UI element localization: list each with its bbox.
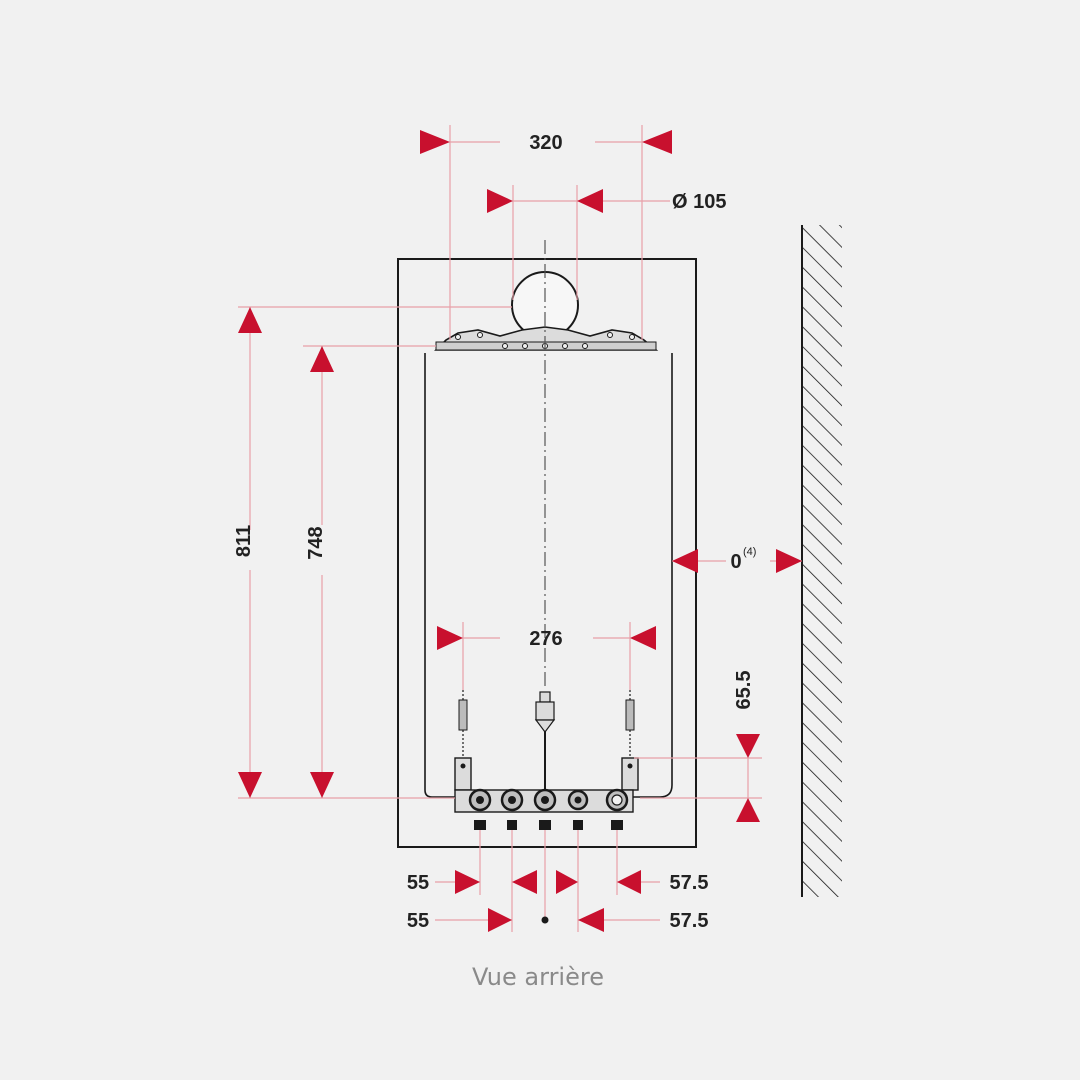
connection-valve-icon bbox=[567, 789, 589, 830]
connection-valve-icon bbox=[500, 788, 524, 830]
leader-lines bbox=[238, 125, 802, 932]
hatched-wall-icon bbox=[801, 225, 842, 897]
dim-right-upper: 57.5 bbox=[670, 872, 709, 894]
dim-connection-offset: 65.5 bbox=[733, 671, 755, 710]
dim-width-top: 320 bbox=[529, 132, 562, 154]
dim-bracket-spacing: 276 bbox=[529, 628, 562, 650]
dim-left-lower: 55 bbox=[407, 910, 429, 932]
wall-plug-icon bbox=[625, 690, 635, 758]
connection-valve-icon bbox=[533, 788, 557, 830]
dimension-arrows bbox=[238, 130, 802, 932]
lower-bracket-left bbox=[454, 757, 472, 791]
drain-fitting-icon bbox=[534, 691, 556, 733]
dim-wall-clearance-note: (4) bbox=[743, 546, 756, 558]
view-caption: Vue arrière bbox=[472, 963, 604, 991]
center-point bbox=[541, 916, 549, 924]
wall-plug-icon bbox=[458, 690, 468, 758]
dim-left-upper: 55 bbox=[407, 872, 429, 894]
connection-valve-icon bbox=[605, 788, 629, 830]
mounting-bracket-icon bbox=[434, 326, 659, 351]
dim-wall-clearance: 0 bbox=[730, 551, 741, 573]
dim-height-total: 811 bbox=[233, 525, 255, 557]
dim-flue-diameter: Ø 105 bbox=[672, 191, 726, 213]
connection-valve-icon bbox=[468, 788, 492, 830]
lower-bracket-right bbox=[621, 757, 639, 791]
dim-right-lower: 57.5 bbox=[670, 910, 709, 932]
dim-height-bracket: 748 bbox=[305, 526, 327, 559]
